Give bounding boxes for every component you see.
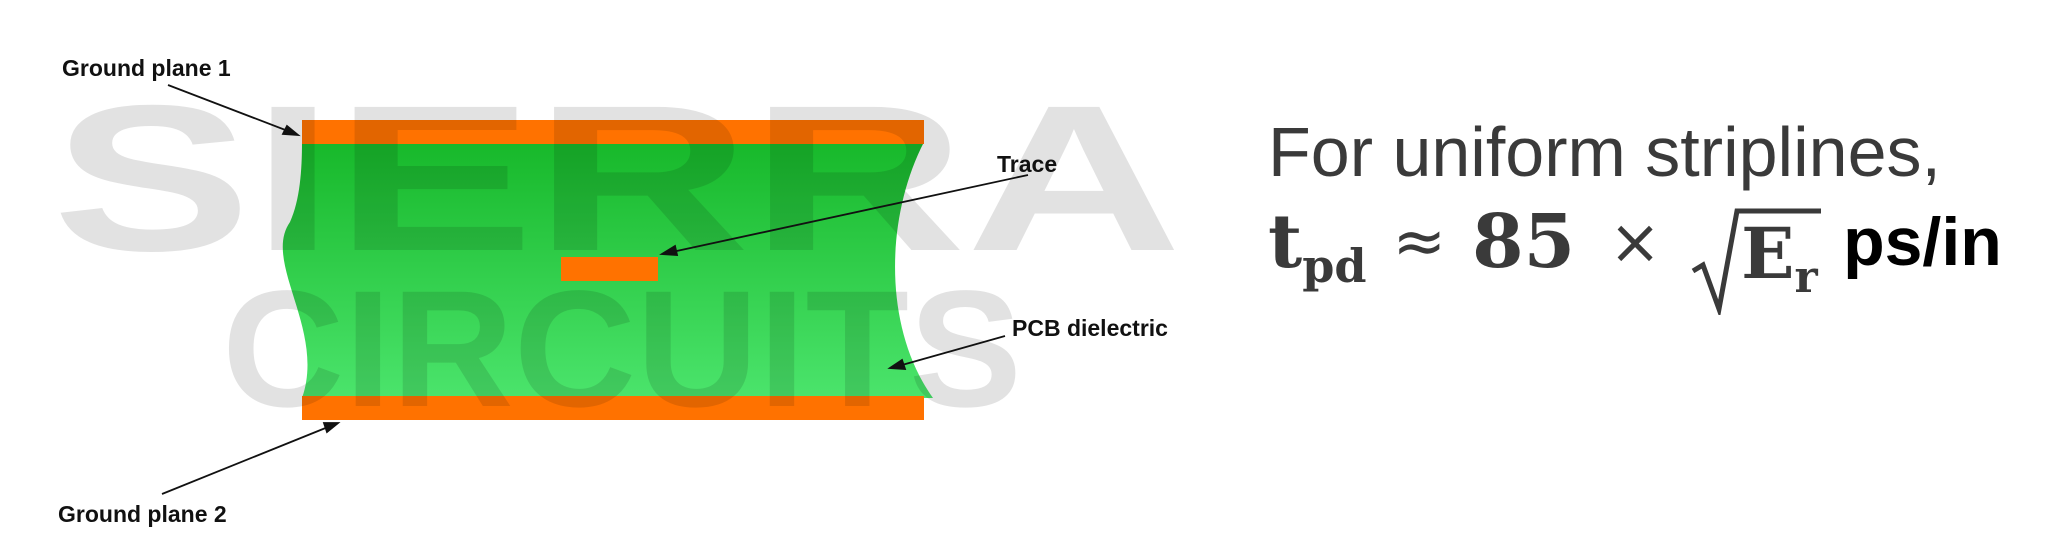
ground-plane-1-leader: [167, 84, 289, 132]
ground-plane-2-layer: [302, 396, 924, 420]
watermark-circuits: CIRCUITS: [222, 257, 1022, 442]
e-symbol: E: [1741, 212, 1795, 295]
times-symbol: ×: [1609, 205, 1662, 278]
square-root: Er: [1691, 205, 1822, 315]
ground-plane-2-label: Ground plane 2: [58, 501, 227, 527]
ground-plane-1-label: Ground plane 1: [62, 55, 231, 81]
t-subscript: pd: [1302, 239, 1367, 293]
t-symbol: t: [1268, 199, 1303, 285]
trace-conductor: [561, 257, 658, 281]
ground-plane-2-arrowhead: [322, 422, 341, 434]
radical-sign-icon: [1691, 208, 1822, 315]
ground-plane-2-leader: [161, 426, 329, 495]
coefficient: 85: [1472, 199, 1576, 285]
e-subscript: r: [1794, 252, 1818, 303]
trace-leader: [671, 174, 1029, 253]
watermark-sierra: SIERRA: [52, 63, 1182, 295]
pcb-dielectric-arrowhead: [887, 358, 907, 370]
trace-label: Trace: [997, 151, 1057, 177]
unit-label: ps/in: [1843, 204, 2002, 280]
ground-plane-1-arrowhead: [281, 124, 301, 137]
pcb-dielectric-leader: [901, 335, 1006, 366]
trace-arrowhead: [659, 244, 679, 256]
approx-symbol: ≈: [1392, 205, 1447, 279]
pcb-dielectric-label: PCB dielectric: [1012, 315, 1168, 341]
formula-intro-text: For uniform striplines,: [1268, 113, 1941, 191]
ground-plane-1-layer: [302, 120, 924, 144]
